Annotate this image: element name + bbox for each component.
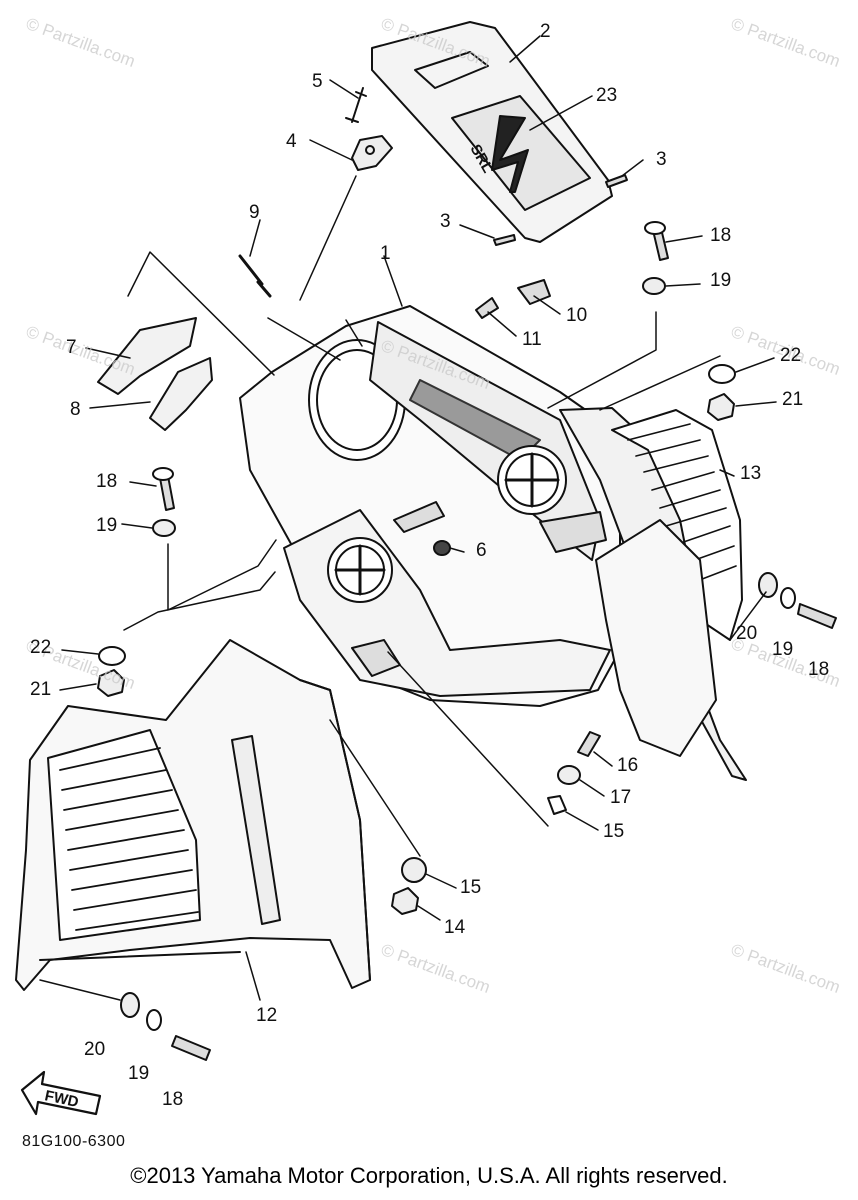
clip-part bbox=[97, 317, 197, 395]
washer-part bbox=[146, 1009, 162, 1031]
callout-label: 3 bbox=[440, 211, 451, 232]
bolt-part bbox=[797, 603, 837, 629]
top-cover-part bbox=[371, 21, 613, 243]
nut-part bbox=[97, 669, 125, 697]
callout-label: 9 bbox=[249, 202, 260, 223]
callout-label: 21 bbox=[782, 389, 804, 410]
nut-part bbox=[642, 277, 666, 295]
callout-label: 1 bbox=[380, 243, 391, 264]
washer-part bbox=[708, 364, 736, 384]
callout-label: 23 bbox=[596, 85, 618, 106]
callout-label: 20 bbox=[84, 1039, 106, 1060]
nut-part bbox=[391, 887, 419, 915]
callout-label: 10 bbox=[566, 305, 588, 326]
callout-label: 16 bbox=[617, 755, 639, 776]
callout-label: 17 bbox=[610, 787, 632, 808]
callout-label: 18 bbox=[96, 471, 118, 492]
leader-lines bbox=[39, 35, 777, 1001]
callout-label: 2 bbox=[540, 21, 551, 42]
callout-label: 12 bbox=[256, 1005, 278, 1026]
nut-part bbox=[401, 857, 427, 883]
nut-part bbox=[547, 795, 567, 815]
bolt-part bbox=[644, 221, 669, 261]
washer-part bbox=[98, 646, 126, 666]
callout-label: 3 bbox=[656, 149, 667, 170]
rivet-part bbox=[238, 254, 272, 298]
callout-label: 8 bbox=[70, 399, 81, 420]
left-side-cover-part bbox=[15, 639, 371, 991]
pin-part bbox=[493, 234, 516, 246]
callout-label: 19 bbox=[96, 515, 118, 536]
clip-part bbox=[475, 297, 499, 319]
callout-label: 18 bbox=[710, 225, 732, 246]
right-side-cover-part bbox=[559, 407, 747, 781]
bolt-part bbox=[152, 467, 175, 511]
clip-part bbox=[517, 279, 551, 305]
callout-label: 14 bbox=[444, 917, 466, 938]
bolt-part bbox=[171, 1035, 211, 1061]
callout-label: 13 bbox=[740, 463, 762, 484]
nut-part bbox=[152, 519, 176, 537]
washer-part bbox=[758, 572, 778, 598]
callout-label: 15 bbox=[603, 821, 625, 842]
callout-label: 22 bbox=[780, 345, 802, 366]
washer-part bbox=[780, 587, 796, 609]
nut-part bbox=[707, 393, 735, 421]
callout-label: 15 bbox=[460, 877, 482, 898]
forward-label: FWD bbox=[43, 1087, 80, 1111]
callout-label: 18 bbox=[808, 659, 830, 680]
callout-label: 5 bbox=[312, 71, 323, 92]
pin-part bbox=[605, 174, 628, 188]
callout-label: 7 bbox=[66, 337, 77, 358]
washer-part bbox=[120, 992, 140, 1018]
clip-part bbox=[149, 357, 213, 431]
callout-label: 22 bbox=[30, 637, 52, 658]
callout-label: 20 bbox=[736, 623, 758, 644]
callout-label: 19 bbox=[772, 639, 794, 660]
nut-part bbox=[557, 765, 581, 785]
forward-arrow-icon bbox=[20, 1070, 102, 1116]
callout-label: 11 bbox=[522, 329, 542, 350]
callout-label: 4 bbox=[286, 131, 297, 152]
callout-label: 19 bbox=[710, 270, 732, 291]
callout-label: 6 bbox=[476, 540, 487, 561]
nut-part bbox=[433, 540, 451, 556]
callout-label: 19 bbox=[128, 1063, 150, 1084]
diagram-code: 81G100-6300 bbox=[22, 1133, 126, 1150]
screw-part bbox=[345, 87, 367, 123]
copyright-notice: ©2013 Yamaha Motor Corporation, U.S.A. A… bbox=[130, 1163, 728, 1188]
callout-label: 18 bbox=[162, 1089, 184, 1110]
callout-label: 21 bbox=[30, 679, 52, 700]
bolt-part bbox=[577, 731, 601, 757]
